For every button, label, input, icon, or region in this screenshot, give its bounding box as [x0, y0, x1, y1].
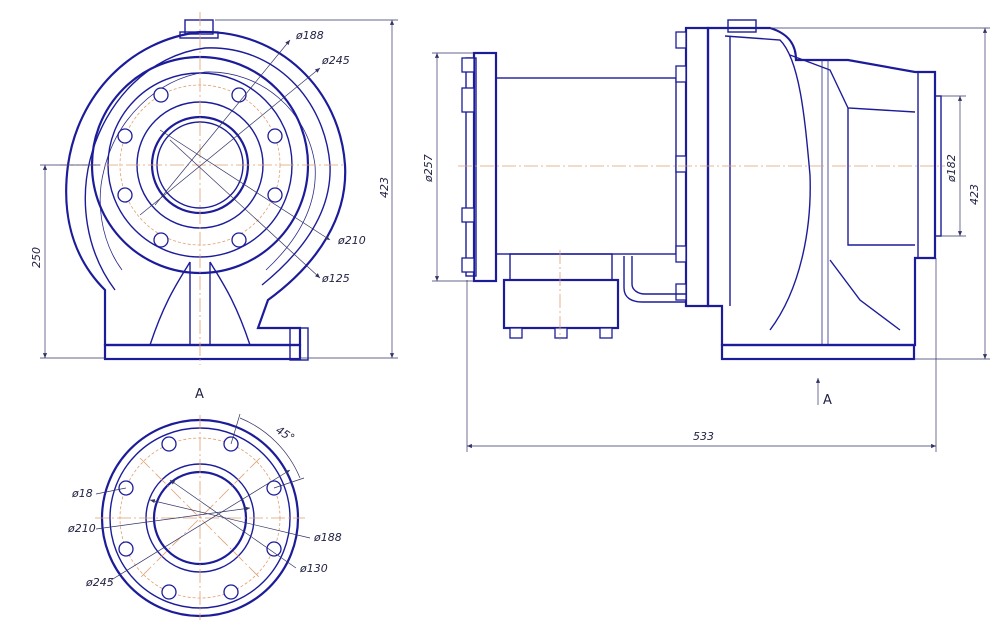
view-a: A 45° ø18 ø210 ø245 — [67, 387, 342, 620]
dim-front-h250: 250 — [30, 247, 43, 268]
top-bolt-washer — [179, 31, 219, 39]
front-view: ø188 ø245 ø210 ø125 250 423 — [30, 12, 398, 365]
junction-box — [509, 253, 613, 281]
discharge-flange — [917, 71, 936, 259]
dim-side-d257: ø257 — [422, 154, 435, 183]
dim-side-h423: 423 — [968, 184, 981, 205]
dim-front-d125: ø125 — [321, 272, 350, 285]
volute-inner-casing-2 — [99, 71, 316, 271]
pump-base — [720, 343, 916, 361]
side-view: A ø257 ø182 423 533 — [422, 19, 990, 452]
dim-a-d210: ø210 — [67, 522, 96, 535]
view-a-label: A — [195, 387, 204, 402]
mounting-flange — [684, 26, 710, 308]
flange-bolt-holes — [117, 87, 283, 248]
side-boss — [289, 327, 309, 361]
pump-casing-inner — [724, 35, 916, 331]
dim-a-d245: ø245 — [85, 576, 114, 589]
cooling-pipe — [623, 256, 686, 303]
side-arrow-label: A — [823, 393, 832, 408]
dim-a-d130: ø130 — [299, 562, 328, 575]
support-leg — [149, 261, 251, 346]
dim-a-d18: ø18 — [71, 487, 93, 500]
volute-inner-casing — [84, 47, 331, 291]
top-bolt — [184, 19, 214, 35]
dim-front-d188: ø188 — [295, 29, 324, 42]
dim-side-d182: ø182 — [945, 154, 958, 183]
inlet-flange-bolts — [461, 57, 475, 273]
dim-side-len533: 533 — [693, 430, 714, 443]
dim-front-d245: ø245 — [321, 54, 350, 67]
dim-a-d188: ø188 — [313, 531, 342, 544]
dim-front-h423: 423 — [378, 177, 391, 198]
dim-a-angle: 45° — [273, 424, 296, 445]
base-plate — [103, 343, 302, 361]
junction-box-cover — [502, 278, 620, 330]
volute-outer-casing — [65, 30, 347, 347]
discharge-face — [934, 95, 942, 237]
inlet-flange — [472, 51, 498, 283]
pump-casing — [706, 26, 937, 347]
dim-front-d210: ø210 — [337, 234, 366, 247]
cable-glands — [509, 327, 613, 339]
mounting-flange-bolts — [675, 31, 687, 301]
pump-top-bolt — [727, 19, 757, 33]
